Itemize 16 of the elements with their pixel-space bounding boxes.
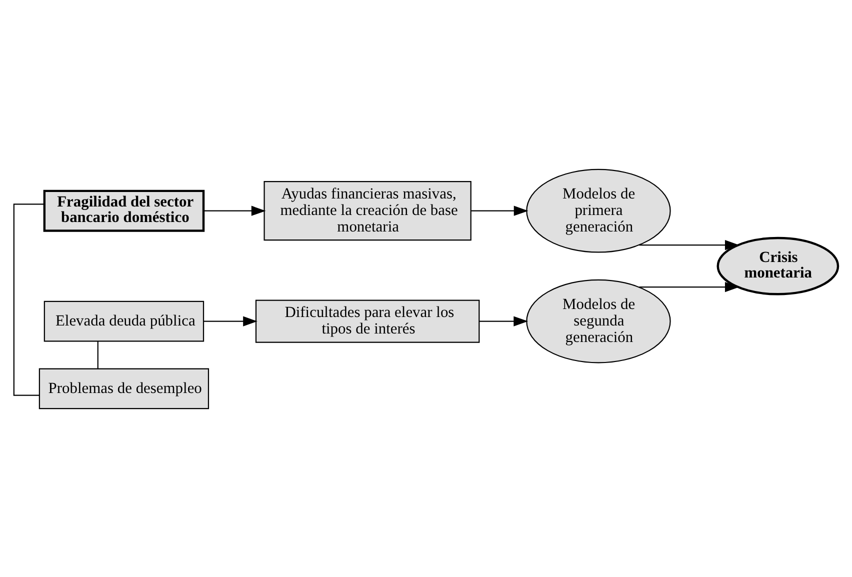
arrow bbox=[204, 205, 266, 216]
node-box: Ayudas financieras masivas, mediante la creación de base monetaria bbox=[264, 180, 472, 240]
node-ellipse: Modelos de segunda generación bbox=[526, 278, 671, 363]
arrow bbox=[471, 205, 528, 216]
node-box: Problemas de desempleo bbox=[38, 368, 210, 409]
arrow bbox=[639, 282, 740, 292]
node-ellipse: Modelos de primera generación bbox=[526, 168, 671, 252]
arrow bbox=[479, 316, 528, 326]
node-box: Dificultades para elevar los tipos de interés bbox=[255, 299, 480, 342]
node-box: Elevada deuda pública bbox=[44, 300, 204, 342]
arrow bbox=[639, 240, 740, 250]
connector bbox=[13, 203, 44, 396]
connector bbox=[97, 341, 98, 368]
arrow bbox=[204, 316, 258, 326]
node-box: Fragilidad del sector bancario doméstico bbox=[43, 189, 205, 232]
node-ellipse: Crisis monetaria bbox=[716, 236, 840, 295]
